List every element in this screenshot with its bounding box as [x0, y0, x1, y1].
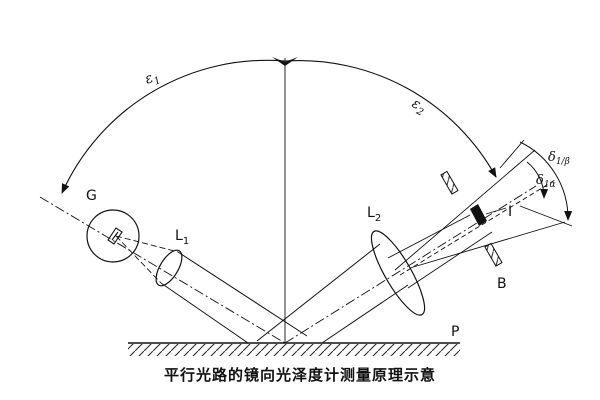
label-I: I: [508, 204, 512, 220]
incident-beam-lower: [160, 282, 249, 344]
receiver-ray-5: [399, 179, 556, 276]
label-epsilon2: ε2: [408, 95, 429, 118]
label-L1: L1: [175, 228, 189, 247]
label-epsilon1: ε1: [143, 68, 163, 91]
delta-boundary-1: [499, 139, 525, 169]
lens-L2: [370, 230, 426, 316]
delta-alpha-arc: [526, 161, 549, 199]
receiver-ray-2: [407, 231, 493, 289]
label-B: B: [497, 276, 507, 292]
delta-beta-arc: [519, 141, 573, 221]
receiver-ray-1: [387, 214, 471, 259]
epsilon2-arc: [284, 60, 497, 178]
label-delta-1beta: δ1/β: [548, 150, 570, 167]
delta-boundary-2: [519, 205, 573, 227]
epsilon1-arc: [61, 59, 286, 194]
detector-element: [470, 204, 487, 226]
reflected-axis-line: [284, 185, 537, 344]
source-ray-lower: [115, 235, 162, 284]
label-G: G: [86, 188, 97, 204]
aperture-blade-lower: [484, 242, 503, 267]
incident-beam-upper: [177, 251, 308, 337]
receiver-ray-3: [394, 149, 536, 271]
label-delta-1alpha: δ1α: [536, 173, 556, 190]
reflected-beam-upper: [256, 243, 381, 342]
incident-axis-line: [39, 196, 286, 344]
figure-caption: 平行光路的镜向光泽度计测量原理示意: [163, 366, 436, 384]
detector-leader: [485, 207, 507, 215]
label-L2: L2: [367, 205, 381, 224]
source-ray-upper: [115, 235, 179, 253]
sample-surface-hatching: [128, 344, 460, 356]
reflected-beam-lower: [321, 284, 409, 344]
lens-L1: [155, 249, 183, 287]
label-P: P: [451, 324, 459, 340]
light-source-G: [86, 209, 140, 263]
aperture-blade-upper: [440, 170, 459, 195]
arc-top-arrowhead: [272, 57, 298, 66]
source-filament: [107, 227, 123, 245]
